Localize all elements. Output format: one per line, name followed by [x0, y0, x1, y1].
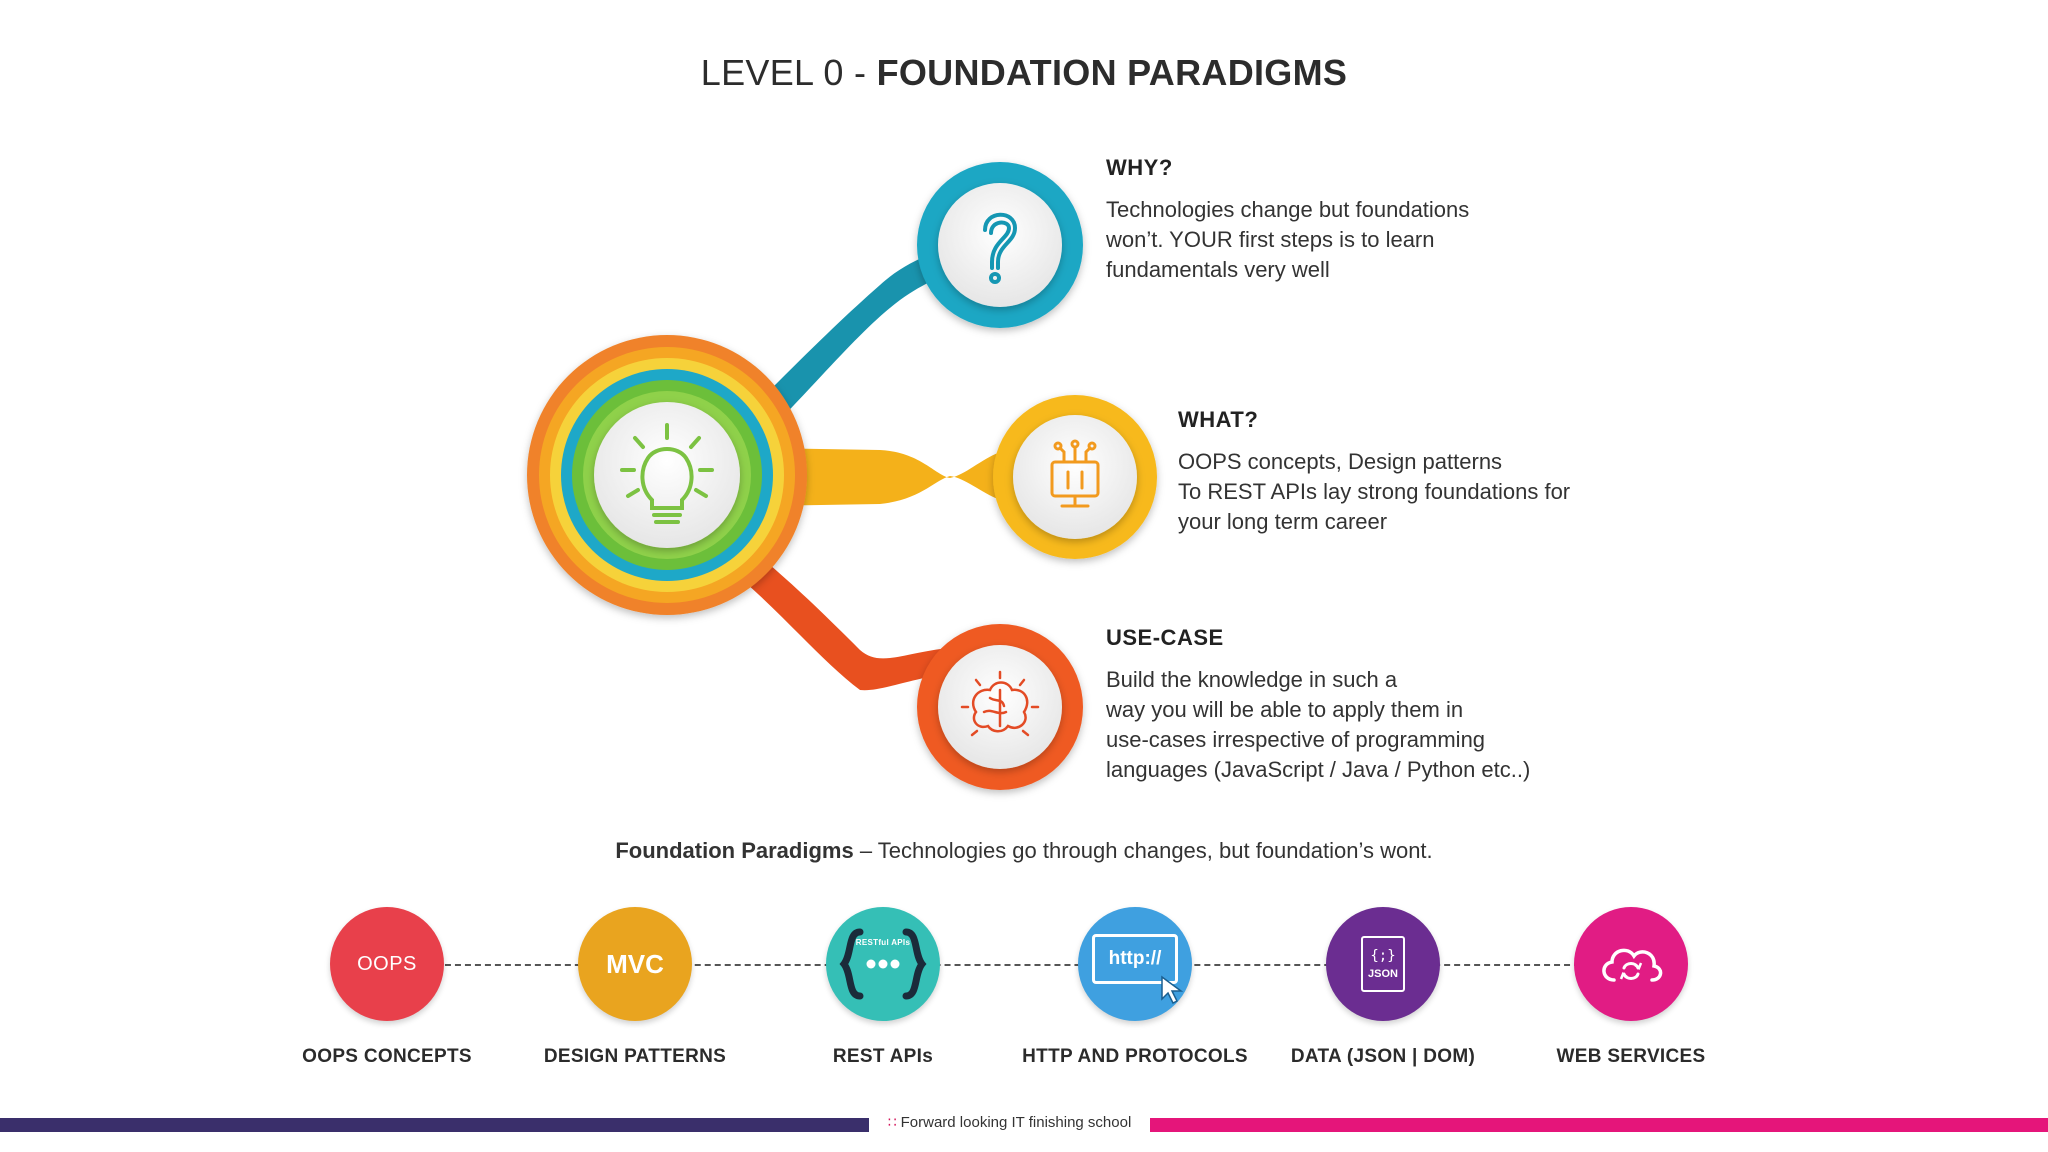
timeline-connector [385, 964, 1630, 966]
why-line-2: won’t. YOUR first steps is to learn [1106, 227, 1435, 252]
cursor-icon [1161, 975, 1184, 1005]
http-icon-text: http:// [1108, 948, 1162, 969]
usecase-line-2: way you will be able to apply them in [1106, 697, 1464, 722]
tagline: Foundation Paradigms – Technologies go t… [0, 838, 2048, 864]
footer-bar-left [0, 1118, 869, 1132]
why-line-1: Technologies change but foundations [1106, 197, 1470, 222]
footer-bar-right [1150, 1118, 2048, 1132]
timeline-node-json: {;} JSON [1326, 907, 1440, 1021]
mvc-icon: MVC [606, 948, 664, 979]
info-why: WHY? Technologies change but foundations… [1106, 155, 1469, 285]
json-icon-text: JSON [1368, 968, 1398, 980]
brain-icon [960, 670, 1040, 737]
timeline-node-mvc: MVC [578, 907, 692, 1021]
lightbulb-icon [620, 423, 714, 524]
what-heading: WHAT? [1178, 407, 1259, 432]
usecase-heading: USE-CASE [1106, 625, 1224, 650]
what-line-1: OOPS concepts, Design patterns [1178, 449, 1503, 474]
usecase-line-4: languages (JavaScript / Java / Python et… [1106, 757, 1531, 782]
timeline-node-oops: OOPS [330, 907, 444, 1021]
cloud-sync-icon [1602, 948, 1663, 982]
usecase-line-1: Build the knowledge in such a [1106, 667, 1398, 692]
curly-braces-icon [839, 928, 927, 1000]
timeline-label-http: HTTP AND PROTOCOLS [1022, 1046, 1248, 1067]
timeline-label-oops: OOPS CONCEPTS [302, 1046, 472, 1067]
what-line-2: To REST APIs lay strong foundations for [1178, 479, 1571, 504]
tagline-rest: – Technologies go through changes, but f… [853, 838, 1433, 863]
info-what: WHAT? OOPS concepts, Design patterns To … [1178, 407, 1570, 537]
tagline-bold: Foundation Paradigms [615, 838, 854, 863]
title-main: FOUNDATION PARADIGMS [876, 52, 1348, 93]
rest-icon-text: RESTful APIs [855, 938, 911, 947]
timeline-label-web-services: WEB SERVICES [1556, 1046, 1706, 1067]
title-separator: - [843, 52, 877, 93]
timeline-label-rest-apis: REST APIs [832, 1046, 934, 1067]
info-usecase: USE-CASE Build the knowledge in such a w… [1106, 625, 1530, 785]
question-mark-icon [983, 212, 1018, 284]
hub-center [594, 402, 740, 548]
what-line-3: your long term career [1178, 509, 1388, 534]
circuit-monitor-icon [1050, 439, 1100, 508]
footer-tagline: Forward looking IT finishing school [900, 1114, 1132, 1131]
page-title: LEVEL 0 - FOUNDATION PARADIGMS [0, 52, 2048, 94]
footer-text: ∷Forward looking IT finishing school [869, 1114, 1150, 1131]
http-browser-icon: http:// [1092, 934, 1184, 1005]
what-inner-circle [1013, 415, 1137, 539]
ribbon-usecase [725, 540, 955, 691]
usecase-line-3: use-cases irrespective of programming [1106, 727, 1486, 752]
why-line-3: fundamentals very well [1106, 257, 1330, 282]
brand-dots-icon: ∷ [887, 1114, 897, 1130]
ribbon-why [740, 245, 960, 440]
timeline-node-rest: RESTful APIs [826, 907, 940, 1021]
json-file-icon: {;} JSON [1361, 936, 1405, 992]
timeline-label-data: DATA (JSON | DOM) [1290, 1046, 1476, 1067]
why-heading: WHY? [1106, 155, 1173, 180]
timeline-node-web-services [1574, 907, 1688, 1021]
timeline-label-design-patterns: DESIGN PATTERNS [543, 1046, 727, 1067]
title-prefix: LEVEL 0 [700, 52, 844, 93]
oops-icon: OOPS [357, 952, 417, 975]
ribbon-what [760, 448, 1000, 506]
timeline-node-http: http:// [1078, 907, 1192, 1021]
json-braces-glyph: {;} [1370, 948, 1396, 964]
